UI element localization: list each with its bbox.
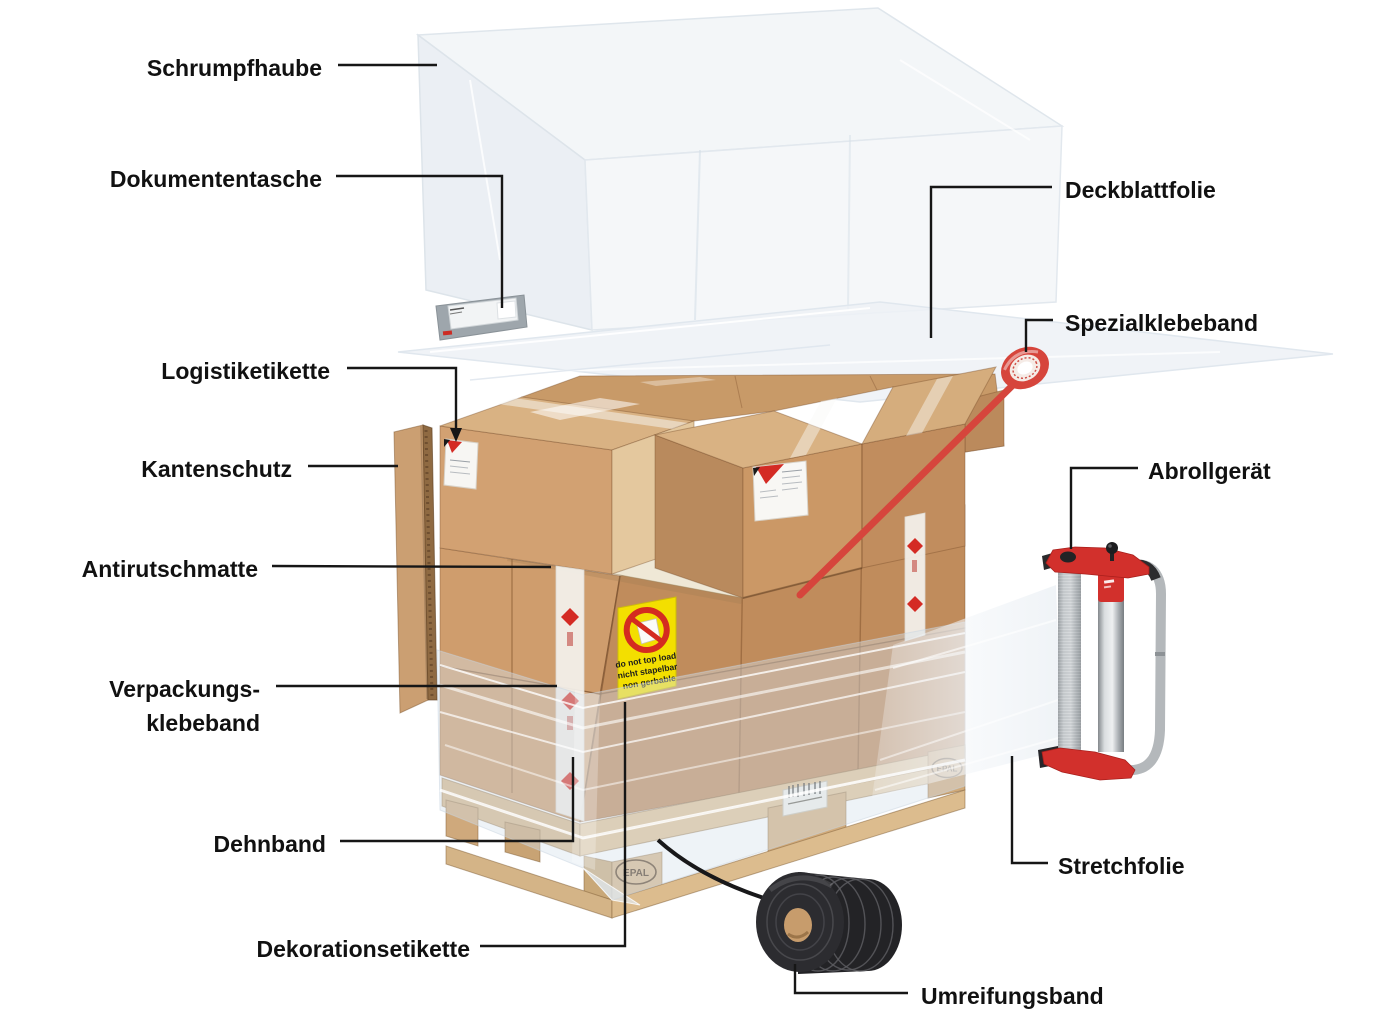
dispenser-top-bracket: [1042, 542, 1150, 579]
callout-verpackungsklebeband: Verpackungs- klebeband: [109, 672, 260, 740]
leader-dekorationsetikette: [480, 702, 627, 948]
leader-deckblattfolie: [929, 185, 1052, 338]
leader-umreifungsband: [793, 964, 908, 995]
leader-stretchfolie: [1010, 756, 1048, 865]
leader-logistiketikette: [347, 366, 458, 429]
callout-umreifungsband: Umreifungsband: [921, 983, 1104, 1009]
leader-antirutschmatte: [271, 564, 552, 569]
stretch-film-sheet: [872, 585, 1062, 798]
special-tape-strip: [796, 378, 1020, 599]
logistics-label-small: [443, 438, 479, 490]
shrink-hood: [415, 7, 1065, 331]
callout-deckblattfolie: Deckblattfolie: [1065, 177, 1216, 203]
callout-verpackungsklebeband-line2: klebeband: [146, 710, 260, 736]
leader-dokumententasche: [336, 174, 504, 308]
stretch-film-wrap: [436, 621, 966, 906]
warning-label: do not top load nicht stapelbar non gerb…: [615, 596, 679, 700]
edge-protector: [393, 424, 438, 714]
callout-schrumpfhaube: Schrumpfhaube: [146, 55, 322, 81]
leader-abrollgeraet: [1069, 466, 1138, 549]
callout-dekorationsetikette: Dekorationsetikette: [256, 936, 470, 962]
epal-logo-left: EPAL: [623, 868, 649, 879]
callout-logistiketikette: Logistiketikette: [161, 358, 330, 384]
callout-dehnband: Dehnband: [213, 831, 326, 857]
packing-tape-strip-right: [904, 512, 926, 642]
dispenser-core-roller: [1098, 566, 1124, 752]
callout-antirutschmatte: Antirutschmatte: [81, 556, 258, 582]
callout-kantenschutz: Kantenschutz: [141, 456, 292, 482]
callout-stretchfolie: Stretchfolie: [1058, 853, 1185, 879]
strapping-band: [656, 838, 771, 902]
leader-dehnband: [340, 757, 575, 843]
leader-arrowhead: [450, 428, 462, 442]
callout-spezialklebeband: Spezialklebeband: [1065, 310, 1259, 336]
strapping-roll: [756, 872, 902, 974]
dispenser-core-cap: [1098, 570, 1124, 602]
document-pouch: [435, 294, 528, 341]
callout-dokumententasche: Dokumententasche: [109, 166, 322, 192]
logistics-label-large: [752, 460, 809, 522]
special-tape-roll: [1001, 346, 1049, 390]
leader-spezialklebeband: [1024, 318, 1053, 352]
dispenser-handle: [1125, 559, 1167, 776]
film-dispenser: [1038, 542, 1167, 781]
dispenser-bottom-bracket: [1038, 746, 1136, 781]
callout-abrollgeraet: Abrollgerät: [1148, 458, 1271, 484]
callout-verpackungsklebeband-line1: Verpackungs-: [109, 676, 260, 702]
leader-lines: [271, 63, 1138, 995]
dispenser-film-roller: [1058, 563, 1081, 758]
box-stack: do not top load nicht stapelbar non gerb…: [439, 366, 1005, 823]
